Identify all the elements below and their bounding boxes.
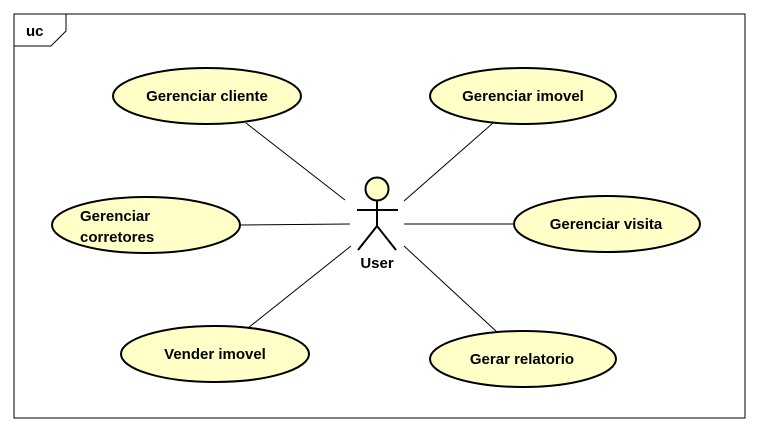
use-case-ellipse <box>513 195 701 253</box>
association-gerenciar-corretores <box>239 223 351 226</box>
use-case-vender-imovel[interactable]: Vender imovel <box>120 325 310 383</box>
use-case-gerenciar-imovel[interactable]: Gerenciar imovel <box>429 67 617 125</box>
actor-head <box>364 176 390 202</box>
use-case-label-line-1: Gerenciar <box>80 208 150 225</box>
association-gerenciar-cliente <box>245 122 346 201</box>
use-case-ellipse <box>51 196 241 254</box>
use-case-label: Vender imovel <box>164 346 266 363</box>
use-case-label: Gerenciar visita <box>550 216 663 233</box>
use-case-ellipse <box>120 325 310 383</box>
use-case-gerenciar-visita[interactable]: Gerenciar visita <box>513 195 701 253</box>
use-case-label: Gerar relatorio <box>470 351 574 368</box>
frame-tab <box>14 13 67 47</box>
use-case-ellipse <box>429 330 617 388</box>
use-case-label-line-2: corretores <box>80 229 154 246</box>
use-case-gerenciar-cliente[interactable]: Gerenciar cliente <box>112 67 302 125</box>
actor-user[interactable] <box>357 176 398 251</box>
actor-right-leg <box>376 225 397 251</box>
frame-label: uc <box>26 23 44 40</box>
use-case-gerar-relatorio[interactable]: Gerar relatorio <box>429 330 617 388</box>
actor-left-leg <box>357 225 378 251</box>
association-gerenciar-imovel <box>403 122 494 202</box>
actor-label: User <box>360 255 394 272</box>
use-case-ellipse <box>429 67 617 125</box>
use-case-ellipse <box>112 67 302 125</box>
diagram-frame <box>13 13 746 419</box>
use-case-label: Gerenciar imovel <box>462 88 584 105</box>
associations <box>239 122 514 333</box>
use-case-label: Gerenciar cliente <box>146 88 268 105</box>
association-gerar-relatorio <box>403 245 498 333</box>
association-vender-imovel <box>247 245 352 329</box>
use-case-gerenciar-corretores[interactable]: Gerenciar corretores <box>51 196 241 254</box>
